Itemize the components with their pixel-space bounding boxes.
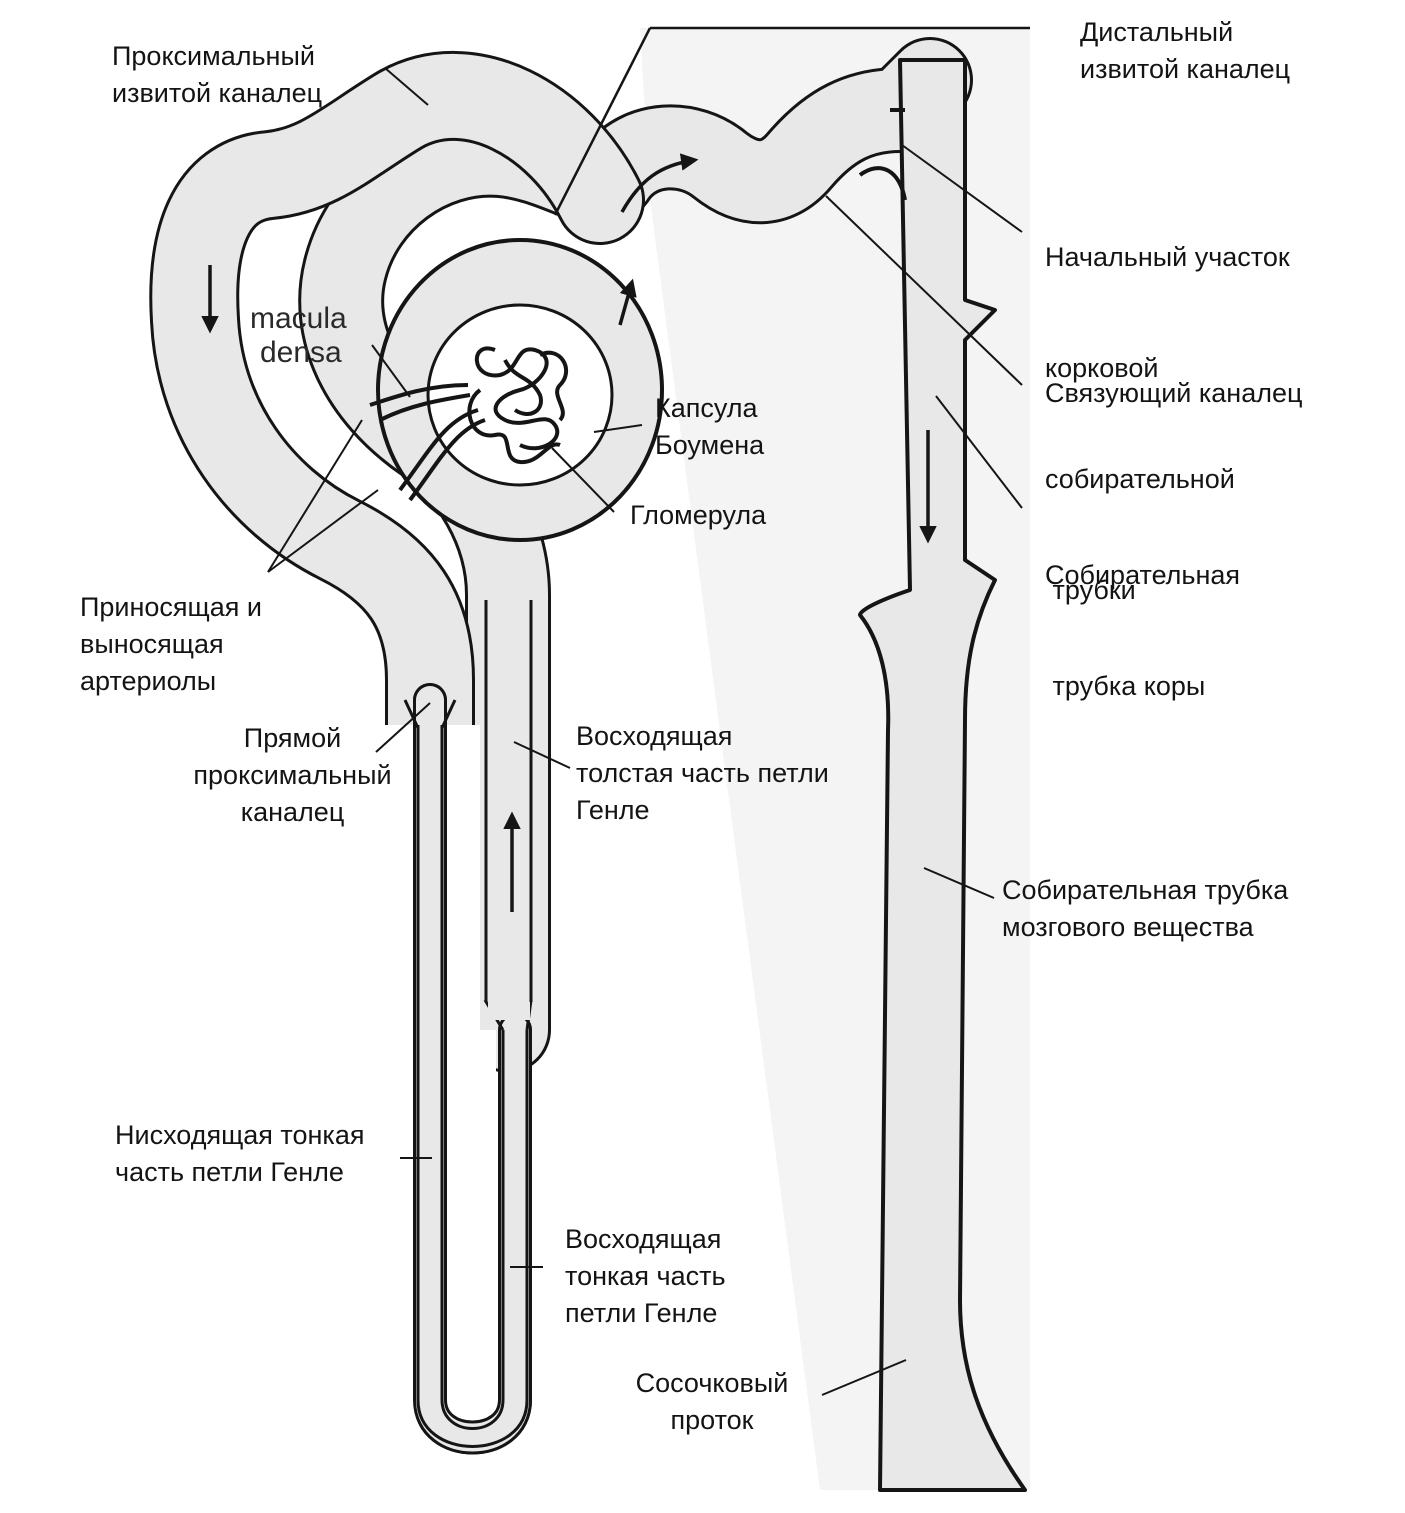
- label-thin-descending: Нисходящая тонкая часть петли Генле: [115, 1120, 365, 1187]
- label-proximal-straight: Прямой проксимальный каналец: [193, 723, 392, 827]
- proximal-tubule-lumen: [152, 53, 642, 1422]
- label-papillary-duct: Сосочковый проток: [635, 1368, 789, 1435]
- label-medullary-collecting: Собирательная трубка мозгового вещества: [1002, 875, 1289, 942]
- label-connecting-tubule: Связующий каналец: [1045, 378, 1303, 408]
- label-thin-ascending: Восходящая тонкая часть петли Генле: [565, 1224, 726, 1328]
- label-initial-cortical-collecting: Начальный участок корковой собирательной…: [1045, 242, 1290, 605]
- cortex-boundary-line: [553, 26, 1030, 216]
- label-macula-densa: macula densa: [250, 302, 347, 369]
- label-cortical-collecting: Собирательная трубка коры: [1045, 560, 1241, 701]
- label-distal-convoluted: Дистальный извитой каналец: [1080, 17, 1291, 84]
- arrow-distal-right: [620, 153, 699, 213]
- collecting-duct: [858, 58, 1027, 1492]
- glomerulus-shape: [369, 346, 568, 502]
- label-glomerulus: Гломерула: [630, 500, 767, 530]
- label-bowman-capsule: Капсула Боумена: [655, 393, 765, 460]
- nephron-tubule: [149, 37, 973, 1455]
- label-thick-ascending: Восходящая толстая часть петли Генле: [576, 721, 829, 825]
- label-arterioles: Приносящая и выносящая артериолы: [80, 592, 262, 696]
- flow-arrows: [201, 153, 937, 912]
- arrow-capsule-up: [618, 278, 637, 326]
- label-proximal-convoluted: Проксимальный извитой каналец: [112, 41, 323, 108]
- leader-lines: [267, 67, 1023, 1396]
